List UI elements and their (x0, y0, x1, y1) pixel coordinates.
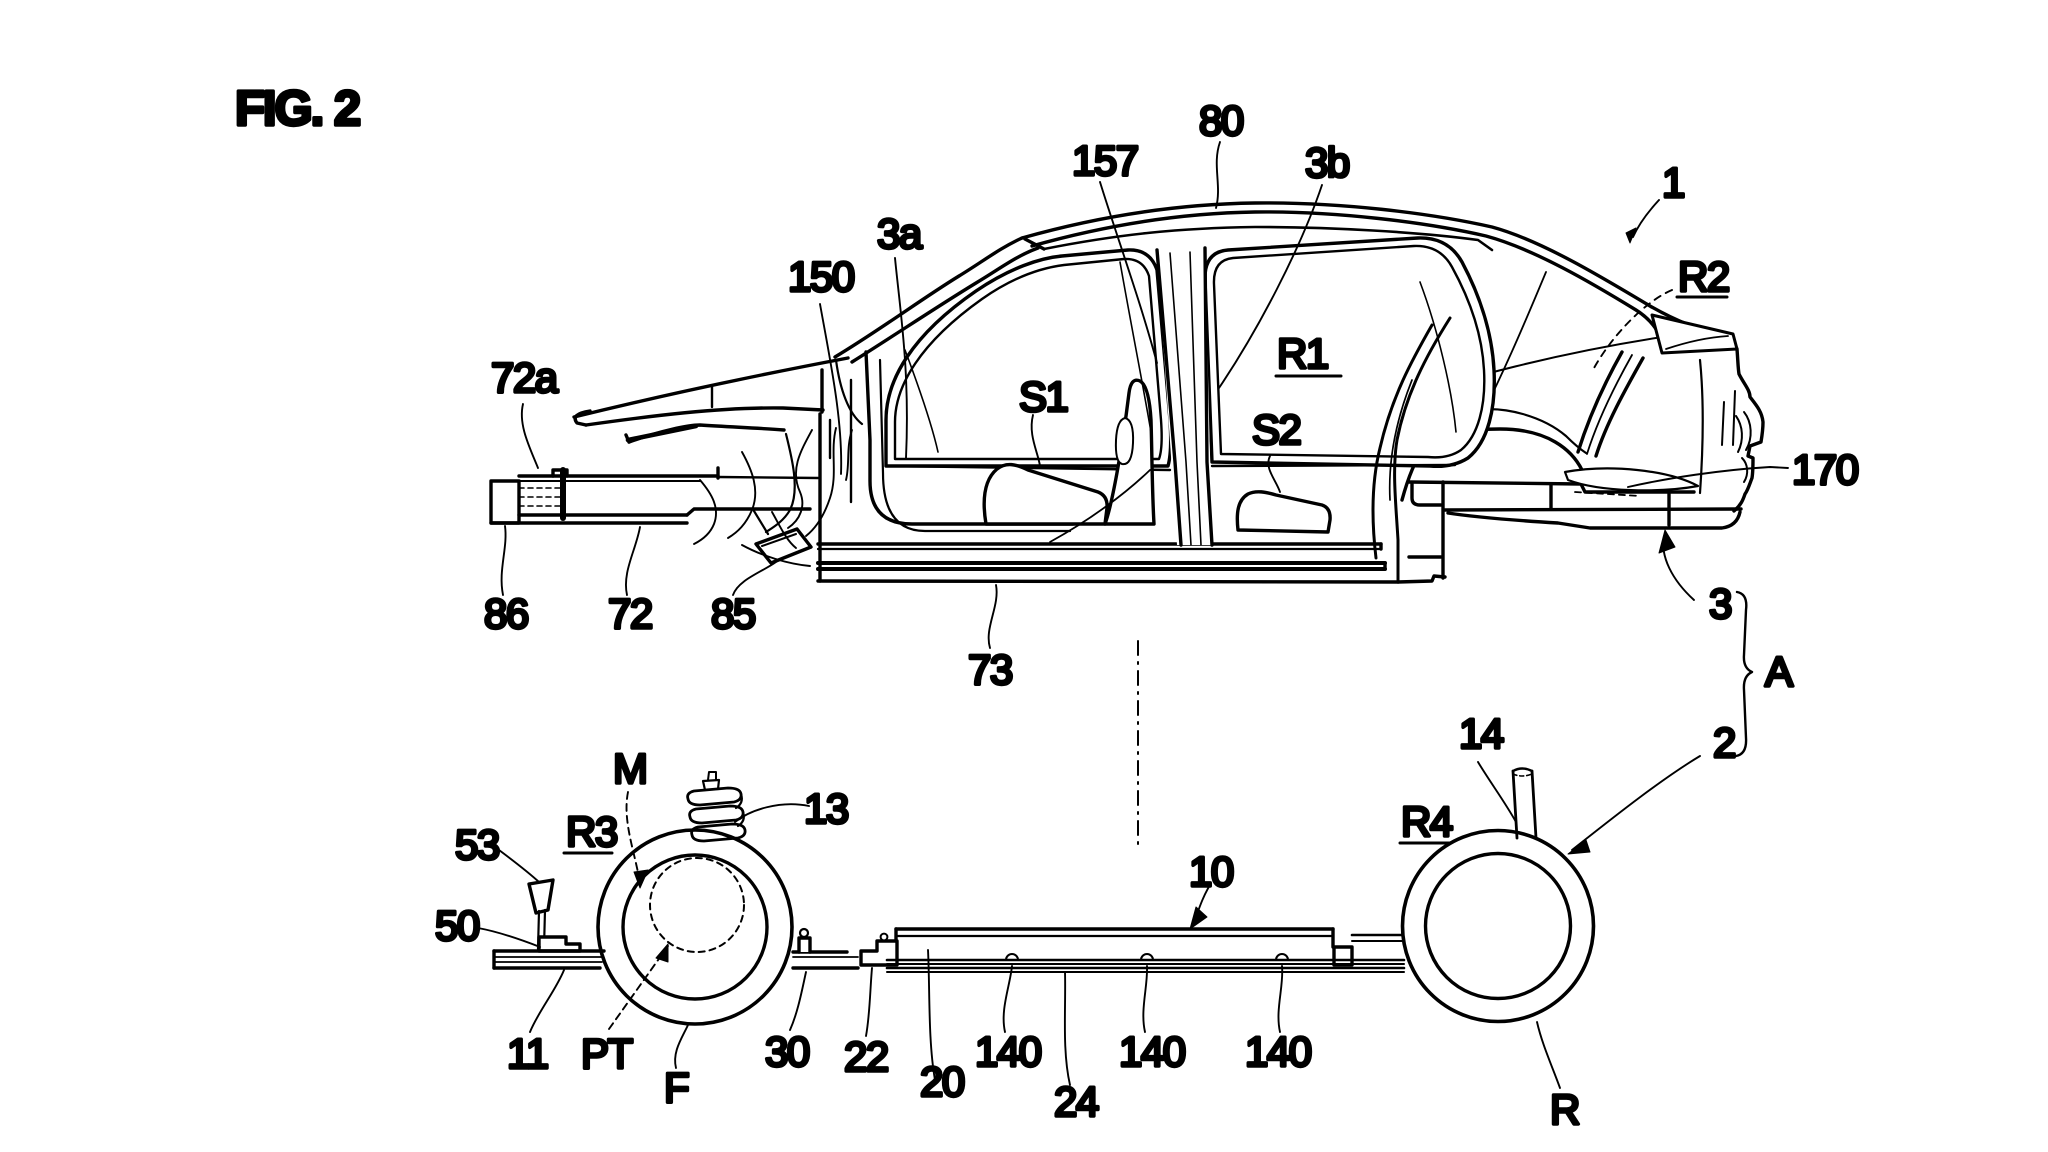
svg-text:S2: S2 (1252, 406, 1301, 453)
svg-text:140: 140 (975, 1028, 1041, 1075)
svg-text:72a: 72a (491, 354, 559, 401)
svg-text:53: 53 (455, 821, 499, 868)
svg-text:73: 73 (968, 646, 1012, 693)
svg-text:FIG. 2: FIG. 2 (235, 82, 360, 136)
svg-text:R1: R1 (1277, 330, 1328, 377)
svg-text:F: F (664, 1064, 688, 1111)
svg-text:157: 157 (1072, 137, 1138, 184)
svg-text:3b: 3b (1305, 139, 1349, 186)
svg-text:80: 80 (1199, 97, 1243, 144)
svg-text:20: 20 (920, 1058, 964, 1105)
svg-text:S1: S1 (1019, 373, 1068, 420)
svg-text:24: 24 (1054, 1078, 1099, 1125)
svg-text:R4: R4 (1401, 798, 1453, 845)
svg-text:72: 72 (608, 590, 652, 637)
svg-text:50: 50 (435, 902, 479, 949)
svg-text:13: 13 (804, 785, 848, 832)
svg-text:M: M (613, 745, 647, 792)
svg-text:170: 170 (1792, 446, 1858, 493)
svg-text:R2: R2 (1678, 253, 1729, 300)
svg-text:86: 86 (484, 590, 528, 637)
svg-text:85: 85 (711, 590, 755, 637)
svg-text:2: 2 (1713, 719, 1735, 766)
svg-text:30: 30 (765, 1028, 809, 1075)
svg-text:14: 14 (1459, 710, 1504, 757)
svg-text:150: 150 (788, 253, 854, 300)
svg-text:11: 11 (507, 1030, 548, 1077)
svg-text:22: 22 (844, 1033, 888, 1080)
svg-text:140: 140 (1119, 1028, 1185, 1075)
svg-text:R3: R3 (566, 808, 617, 855)
svg-text:3: 3 (1709, 580, 1731, 627)
svg-text:1: 1 (1662, 159, 1684, 206)
svg-text:10: 10 (1189, 848, 1233, 895)
svg-text:A: A (1765, 648, 1793, 695)
svg-text:140: 140 (1245, 1028, 1311, 1075)
svg-text:3a: 3a (877, 210, 923, 257)
svg-text:R: R (1550, 1086, 1579, 1133)
svg-text:PT: PT (581, 1030, 633, 1077)
